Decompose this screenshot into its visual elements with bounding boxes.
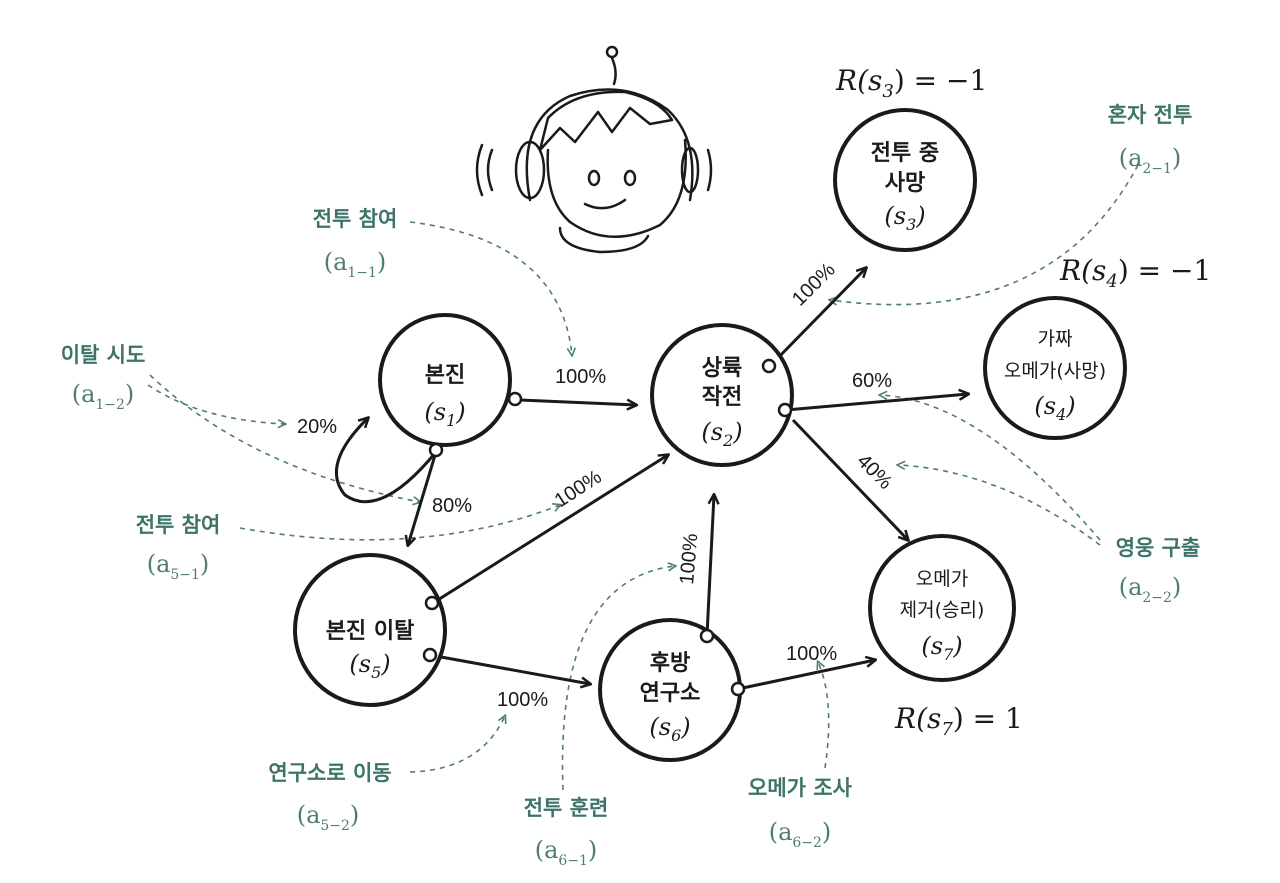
reward-s7: R(s7) = 1 <box>894 702 1023 740</box>
prob-s5-s2: 100% <box>551 466 606 512</box>
arrow-s1-s5 <box>408 451 438 545</box>
state-s2-label-1: 상륙 <box>702 356 742 381</box>
state-s7-label-2: 제거(승리) <box>900 599 985 621</box>
action-a2-1-id: (a2−1) <box>1119 144 1182 177</box>
prob-s1-s2: 100% <box>555 366 606 388</box>
action-a1-1: 전투 참여 (a1−1) <box>313 207 398 281</box>
action-a1-2-label: 이탈 시도 <box>61 343 146 367</box>
arrow-s6-s2 <box>705 495 714 636</box>
state-s7-symbol: (s7) <box>921 632 962 664</box>
state-s3-label-2: 사망 <box>885 171 925 196</box>
reward-s4: R(s4) = −1 <box>1059 254 1211 292</box>
action-a5-1: 전투 참여 (a5−1) <box>136 513 221 583</box>
prob-s5-s6: 100% <box>497 689 548 711</box>
state-s6-label-1: 후방 <box>650 651 690 676</box>
arrow-s5-s2 <box>432 455 668 605</box>
prob-s1-self: 20% <box>297 416 337 438</box>
action-a5-2-id: (a5−2) <box>297 801 360 834</box>
transition-arrows <box>335 268 968 691</box>
action-a2-2-label: 영웅 구출 <box>1116 536 1201 560</box>
state-s6-symbol: (s6) <box>649 713 690 745</box>
prob-s2-s4: 60% <box>852 370 892 392</box>
state-s2-symbol: (s2) <box>701 418 742 450</box>
action-a5-2: 연구소로 이동 (a5−2) <box>268 761 391 834</box>
action-a6-2-id: (a6−2) <box>769 818 832 851</box>
action-a6-1-label: 전투 훈련 <box>524 796 609 820</box>
state-s2-port-a2 <box>777 402 793 418</box>
action-a1-2: 이탈 시도 (a1−2) <box>61 343 146 413</box>
arrow-s2-s7 <box>791 418 908 540</box>
state-s1-symbol: (s1) <box>424 398 465 430</box>
arrow-s5-s6 <box>429 653 590 684</box>
state-s5: 본진 이탈 (s5) <box>293 553 447 707</box>
state-s4-label-2: 오메가(사망) <box>1004 360 1106 382</box>
action-a5-2-label: 연구소로 이동 <box>268 761 391 785</box>
action-a6-1-id: (a6−1) <box>535 836 598 869</box>
prob-s6-s7: 100% <box>786 643 837 665</box>
state-s3: 전투 중 사망 (s3) <box>833 108 977 252</box>
arrow-s6-s7 <box>737 660 875 691</box>
state-s2-label-2: 작전 <box>702 385 742 410</box>
state-s6-label-2: 연구소 <box>640 681 701 706</box>
action-a5-1-id: (a5−1) <box>147 550 210 583</box>
state-s4-label-1: 가짜 <box>1038 328 1073 350</box>
state-s7: 오메가 제거(승리) (s7) <box>868 534 1016 682</box>
arrow-s2-s4 <box>785 394 968 412</box>
state-s1-port-a1 <box>507 391 523 407</box>
state-s6: 후방 연구소 (s6) <box>598 618 746 762</box>
prob-s6-s2: 100% <box>676 532 702 585</box>
arrow-s2-s3 <box>768 268 866 368</box>
robot-head-icon <box>475 45 713 254</box>
state-s5-port-a1 <box>424 595 440 611</box>
state-s6-port-a2 <box>730 681 746 697</box>
arrow-s1-self <box>335 418 438 504</box>
action-a6-2-label: 오메가 조사 <box>748 776 853 800</box>
state-s4: 가짜 오메가(사망) (s4) <box>983 296 1127 440</box>
action-a5-1-label: 전투 참여 <box>136 513 221 537</box>
state-s7-label-1: 오메가 <box>916 568 968 590</box>
action-a2-1-label: 혼자 전투 <box>1108 103 1193 127</box>
state-s5-symbol: (s5) <box>349 650 390 682</box>
state-s2: 상륙 작전 (s2) <box>650 323 794 467</box>
action-a6-1: 전투 훈련 (a6−1) <box>524 796 609 869</box>
state-s5-port-a2 <box>422 647 438 663</box>
state-s1-label: 본진 <box>425 363 465 388</box>
state-s5-label: 본진 이탈 <box>326 619 415 644</box>
action-a2-2: 영웅 구출 (a2−2) <box>1116 536 1201 606</box>
arrow-s1-s2 <box>519 398 636 405</box>
action-a1-2-id: (a1−2) <box>72 380 135 413</box>
state-s4-symbol: (s4) <box>1034 392 1075 424</box>
action-a1-1-label: 전투 참여 <box>313 207 398 231</box>
state-s6-port-a1 <box>699 628 715 644</box>
action-a2-1: 혼자 전투 (a2−1) <box>1108 103 1193 177</box>
state-s1-port-a2 <box>428 442 444 458</box>
prob-s1-s5: 80% <box>432 495 472 517</box>
state-s2-port-a1 <box>761 358 777 374</box>
state-s1: 본진 (s1) <box>378 313 523 458</box>
state-s3-symbol: (s3) <box>884 202 925 234</box>
action-a2-2-id: (a2−2) <box>1119 573 1182 606</box>
reward-s3: R(s3) = −1 <box>835 64 987 102</box>
state-s3-label-1: 전투 중 <box>871 141 939 166</box>
action-a6-2: 오메가 조사 (a6−2) <box>748 776 853 851</box>
action-a1-1-id: (a1−1) <box>324 248 387 281</box>
